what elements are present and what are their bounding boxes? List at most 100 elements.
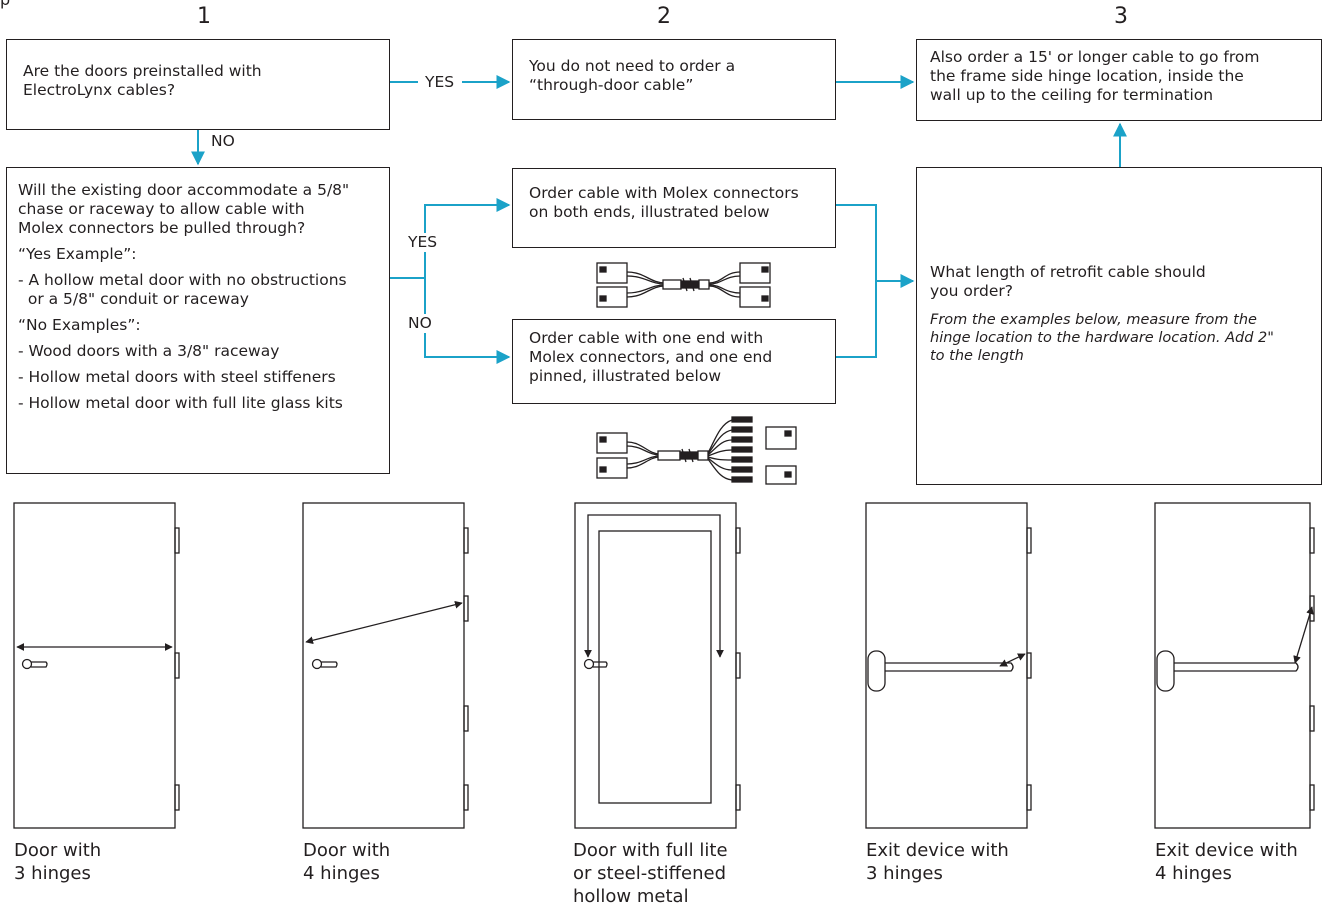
- yes-example-line2: or a 5/8" conduit or raceway: [18, 290, 249, 308]
- door-5-leaf: [1154, 502, 1311, 829]
- frame-cable-line1: Also order a 15' or longer cable to go f…: [930, 48, 1260, 66]
- order-one-end-line1: Order cable with one end with: [529, 329, 764, 347]
- retrofit-length-line2: you order?: [930, 282, 1013, 300]
- door-2-knob: [311, 658, 323, 670]
- door-3-knob: [583, 658, 595, 670]
- door-4-exit-pad: [867, 650, 886, 692]
- door-2-caption: Door with 4 hinges: [303, 839, 390, 885]
- door-1-lever: [31, 661, 48, 668]
- order-one-end-line2: Molex connectors, and one end: [529, 348, 773, 366]
- door-3-lever: [593, 661, 608, 668]
- door-1-caption-line1: Door with: [14, 840, 102, 861]
- door-2-hinge-2: [463, 595, 469, 622]
- column-number-2: 2: [657, 4, 671, 29]
- door-2-measure-arrow: [305, 600, 463, 645]
- cable-both-ends-illustration: [596, 262, 771, 308]
- door-2-lever: [321, 661, 338, 668]
- retrofit-length-box: What length of retrofit cable should you…: [916, 167, 1322, 485]
- door-2-hinge-3: [463, 705, 469, 732]
- door-3-caption-line1: Door with full lite: [573, 840, 728, 861]
- yes-example-title: “Yes Example”:: [18, 245, 137, 263]
- door-5-exit-pad: [1156, 650, 1175, 692]
- door-5-caption: Exit device with 4 hinges: [1155, 839, 1298, 885]
- yes-arrow-to-both-ends: [424, 198, 511, 278]
- door-2-caption-line2: 4 hinges: [303, 863, 380, 884]
- door-4-leaf: [865, 502, 1028, 829]
- exit-device-4-hinges: [1154, 502, 1315, 829]
- retrofit-length-line1: What length of retrofit cable should: [930, 263, 1206, 281]
- door-5-hinge-1: [1309, 527, 1315, 554]
- door-5-hinge-3: [1309, 705, 1315, 732]
- cable-one-end-illustration: [596, 416, 797, 485]
- exit-device-3-hinges: [865, 502, 1032, 829]
- order-both-ends-line2: on both ends, illustrated below: [529, 203, 770, 221]
- door-5-caption-line1: Exit device with: [1155, 840, 1298, 861]
- question-preinstalled-box: Are the doors preinstalled with ElectroL…: [6, 39, 390, 130]
- merge-lines: [836, 204, 877, 358]
- door-4-measure-arrow: [999, 653, 1026, 667]
- yes-example-line1: - A hollow metal door with no obstructio…: [18, 271, 347, 289]
- no-example-3: - Hollow metal door with full lite glass…: [18, 394, 343, 412]
- question-existing-door-box: Will the existing door accommodate a 5/8…: [6, 167, 390, 474]
- question-existing-door-line1: Will the existing door accommodate a 5/8…: [18, 181, 350, 199]
- door-1-leaf: [13, 502, 176, 829]
- no-cable-needed-line1: You do not need to order a: [529, 57, 736, 75]
- door-1-caption-line2: 3 hinges: [14, 863, 91, 884]
- pinned-wires: [707, 419, 733, 481]
- door-4-caption-line1: Exit device with: [866, 840, 1009, 861]
- no-label-branch: NO: [405, 314, 435, 333]
- no-example-2: - Hollow metal doors with steel stiffene…: [18, 368, 336, 386]
- door-4-caption: Exit device with 3 hinges: [866, 839, 1009, 885]
- yes-label-branch: YES: [405, 233, 441, 252]
- order-both-ends-box: Order cable with Molex connectors on bot…: [512, 168, 836, 248]
- flow-connectors: [191, 75, 1127, 364]
- door-3-hinge-3: [735, 784, 741, 811]
- door-3-caption-line2: or steel-stiffened: [573, 863, 727, 884]
- column-number-1: 1: [197, 4, 211, 29]
- column-number-3: 3: [1114, 4, 1128, 29]
- no-label-top: NO: [211, 132, 235, 151]
- door-4-hinge-2: [1026, 652, 1032, 679]
- door-3-caption: Door with full lite or steel-stiffened h…: [573, 839, 728, 908]
- door-3-caption-line3: hollow metal: [573, 886, 689, 907]
- door-4-hinges: [302, 502, 469, 829]
- door-1-hinge-3: [174, 784, 180, 811]
- door-1-knob: [21, 658, 33, 670]
- question-preinstalled-line2: ElectroLynx cables?: [23, 81, 176, 99]
- no-cable-needed-box: You do not need to order a “through-door…: [512, 39, 836, 120]
- door-3-hinges: [13, 502, 180, 829]
- door-4-hinge-3: [1026, 784, 1032, 811]
- door-1-hinge-1: [174, 527, 180, 554]
- no-cable-needed-line2: “through-door cable”: [529, 76, 694, 94]
- frame-cable-line2: the frame side hinge location, inside th…: [930, 67, 1244, 85]
- frame-cable-box: Also order a 15' or longer cable to go f…: [916, 39, 1322, 121]
- door-2-caption-line1: Door with: [303, 840, 391, 861]
- door-5-caption-line2: 4 hinges: [1155, 863, 1232, 884]
- question-existing-door-line3: Molex connectors be pulled through?: [18, 219, 306, 237]
- door-5-measure-arrow: [1293, 606, 1314, 664]
- door-1-caption: Door with 3 hinges: [14, 839, 101, 885]
- corner-text: p: [0, 0, 24, 10]
- door-2-hinge-4: [463, 784, 469, 811]
- no-example-1: - Wood doors with a 3/8" raceway: [18, 342, 280, 360]
- door-5-push-bar: [1174, 662, 1299, 672]
- order-both-ends-line1: Order cable with Molex connectors: [529, 184, 799, 202]
- order-one-end-box: Order cable with one end with Molex conn…: [512, 319, 836, 404]
- door-3-glass-lite: [598, 530, 712, 804]
- order-one-end-line3: pinned, illustrated below: [529, 367, 722, 385]
- pinned-terminals: [731, 416, 753, 483]
- door-1-hinge-2: [174, 652, 180, 679]
- door-3-hinge-1: [735, 527, 741, 554]
- door-4-caption-line2: 3 hinges: [866, 863, 943, 884]
- no-arrow-to-one-end: [424, 278, 511, 364]
- door-3-hinge-2: [735, 652, 741, 679]
- yes-label-top: YES: [422, 73, 458, 92]
- no-examples-title: “No Examples”:: [18, 316, 141, 334]
- door-2-hinge-1: [463, 527, 469, 554]
- door-5-hinge-4: [1309, 784, 1315, 811]
- door-4-push-bar: [885, 662, 1014, 672]
- door-2-leaf: [302, 502, 465, 829]
- retrofit-note-line2: hinge location to the hardware location.…: [930, 330, 1274, 346]
- door-4-hinge-1: [1026, 527, 1032, 554]
